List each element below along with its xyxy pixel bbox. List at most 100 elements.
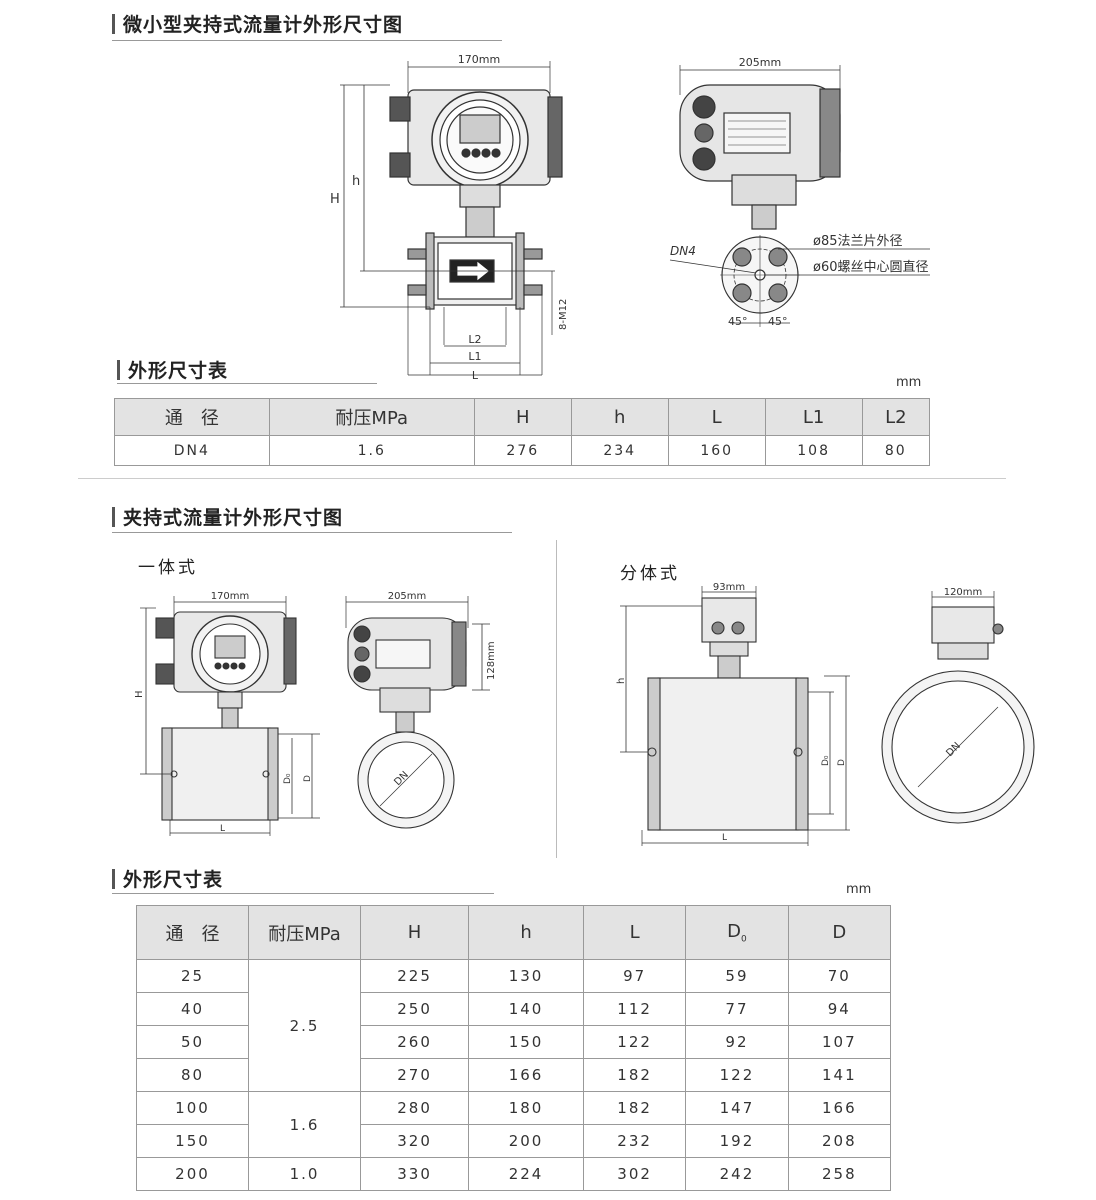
table-cell: 150 <box>136 1124 249 1158</box>
split-L-label: L <box>722 833 727 843</box>
split-D0-label: D₀ <box>821 755 831 766</box>
integral-front-drawing: 170mm H D₀ D L <box>134 591 320 836</box>
table-cell: 25 <box>136 959 249 993</box>
table-cell: 108 <box>764 435 863 466</box>
table-row: 150 320 200 232 192 208 <box>136 1124 892 1158</box>
table-cell: 232 <box>582 1124 687 1158</box>
bolt-circle-label: ø60螺丝中心圆直径 <box>813 260 929 275</box>
table-cell: 320 <box>360 1124 470 1158</box>
table-cell: 122 <box>685 1058 789 1092</box>
table2: 通 径 耐压MPa H h L D0 D 25 2.5 225 130 97 5… <box>136 905 892 1191</box>
front-L2-label: L2 <box>468 333 481 346</box>
split-front-drawing: 93mm h D₀ D L <box>616 582 850 846</box>
table-cell: 122 <box>582 1025 687 1059</box>
table1-header: 耐压MPa <box>268 398 475 436</box>
table2-header: D <box>787 905 892 960</box>
table-cell: 40 <box>136 992 249 1026</box>
angle-right-label: 45° <box>768 315 788 328</box>
side-width-label: 205mm <box>739 56 781 69</box>
front-H-label: H <box>330 192 340 207</box>
integral-D0-label: D₀ <box>283 773 293 784</box>
table-cell: 280 <box>360 1091 470 1125</box>
table-cell: 180 <box>468 1091 584 1125</box>
title-bar <box>117 360 120 380</box>
table-cell: 70 <box>787 959 892 993</box>
integral-side-drawing: 205mm 128mm DN <box>345 591 497 829</box>
pressure-cell: 2.5 <box>247 959 362 1092</box>
split-D-label: D <box>837 759 847 766</box>
integral-width-label: 170mm <box>211 591 250 602</box>
table-row: 25 2.5 225 130 97 59 70 <box>136 959 892 1092</box>
front-bolt-label: 8-M12 <box>558 299 569 330</box>
table1-rule <box>117 383 377 384</box>
table-cell: 182 <box>582 1058 687 1092</box>
table-cell: 302 <box>582 1157 687 1191</box>
table-cell: 200 <box>468 1124 584 1158</box>
table-cell: 94 <box>787 992 892 1026</box>
integral-label: 一体式 <box>138 558 198 578</box>
table-cell: 200 <box>136 1157 249 1191</box>
front-L-label: L <box>472 369 479 382</box>
table-cell: 112 <box>582 992 687 1026</box>
table2-header-row: 通 径 耐压MPa H h L D0 D <box>136 905 892 960</box>
table1: 通 径 耐压MPa H h L L1 L2 DN4 1.6 276 234 16… <box>114 398 931 466</box>
table-cell: 150 <box>468 1025 584 1059</box>
table-cell: 141 <box>787 1058 892 1092</box>
split-h-label: h <box>616 678 627 684</box>
table-cell: 80 <box>136 1058 249 1092</box>
flange-label: ø85法兰片外径 <box>813 234 903 249</box>
table-cell: 166 <box>787 1091 892 1125</box>
table1-title-text: 外形尺寸表 <box>128 360 229 382</box>
table1-header-row: 通 径 耐压MPa H h L L1 L2 <box>114 398 931 436</box>
table-cell: DN4 <box>114 435 270 466</box>
table-cell: 80 <box>861 435 931 466</box>
table2-rule <box>112 893 494 894</box>
table-row: 200 1.0 330 224 302 242 258 <box>136 1157 892 1191</box>
pressure-cell: 1.0 <box>247 1157 362 1191</box>
angle-left-label: 45° <box>728 315 748 328</box>
section1-rule <box>112 40 502 41</box>
table-cell: 50 <box>136 1025 249 1059</box>
front-h-label: h <box>352 174 360 189</box>
table1-header: L <box>667 398 766 436</box>
table-cell: 130 <box>468 959 584 993</box>
integral-H-label: H <box>134 690 145 698</box>
integral-L-label: L <box>220 824 225 834</box>
micro-front-drawing: 170mm H h L2 L1 L 8-M12 <box>330 53 569 382</box>
table-cell: 1.6 <box>268 435 475 466</box>
table-row: DN4 1.6 276 234 160 108 80 <box>114 435 931 466</box>
table1-title: 外形尺寸表 <box>117 356 228 383</box>
integral-side-width-label: 205mm <box>388 591 427 602</box>
micro-side-drawing: 205mm DN4 ø85法兰片外径 ø60螺丝中心圆直径 45° 45° <box>669 56 930 328</box>
integral-D-label: D <box>303 775 313 782</box>
section2-title: 夹持式流量计外形尺寸图 <box>112 503 343 530</box>
table-cell: 107 <box>787 1025 892 1059</box>
side-dn-label: DN4 <box>670 244 696 258</box>
vertical-divider <box>556 540 557 858</box>
table-cell: 234 <box>570 435 669 466</box>
table1-header: h <box>570 398 669 436</box>
table1-header: 通 径 <box>114 398 270 436</box>
table-cell: 160 <box>667 435 766 466</box>
integral-side-height-label: 128mm <box>486 641 497 680</box>
table-row: 40 250 140 112 77 94 <box>136 992 892 1026</box>
table-cell: 97 <box>582 959 687 993</box>
table1-header: L2 <box>861 398 931 436</box>
table-cell: 330 <box>360 1157 470 1191</box>
front-width-label: 170mm <box>458 53 500 66</box>
split-width-label: 93mm <box>713 582 745 593</box>
section1-title: 微小型夹持式流量计外形尺寸图 <box>112 10 403 37</box>
table-cell: 242 <box>685 1157 789 1191</box>
table-row: 100 1.6 280 180 182 147 166 <box>136 1091 892 1158</box>
table1-unit: mm <box>896 375 922 390</box>
pressure-cell: 1.6 <box>247 1091 362 1158</box>
table-cell: 192 <box>685 1124 789 1158</box>
section2-rule <box>112 532 512 533</box>
title-bar <box>112 14 115 34</box>
table2-unit: mm <box>846 882 872 897</box>
table-cell: 225 <box>360 959 470 993</box>
split-side-width-label: 120mm <box>944 587 983 598</box>
table2-header: 耐压MPa <box>247 905 362 960</box>
table-cell: 166 <box>468 1058 584 1092</box>
d0-letter: D <box>727 920 742 942</box>
